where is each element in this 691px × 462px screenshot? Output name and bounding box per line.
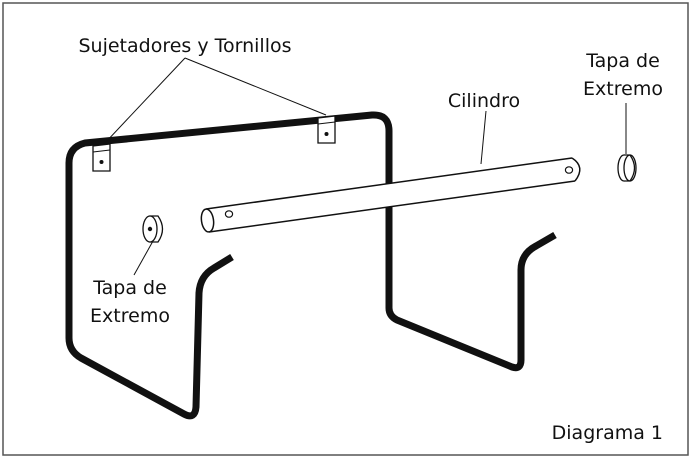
caption: Diagrama 1: [552, 422, 663, 444]
right-frame-tube: [385, 231, 557, 372]
label-end-cap-left-line2: Extremo: [90, 305, 170, 327]
label-end-cap-right-line1: Tapa de: [585, 50, 660, 72]
leader-cylinder: [480, 110, 487, 165]
cylinder-hole-left: [224, 210, 234, 218]
diagram-border: [2, 2, 689, 456]
left-frame-tube: [65, 111, 393, 420]
leader-fasteners-right: [184, 57, 327, 116]
label-fasteners: Sujetadores y Tornillos: [78, 35, 291, 57]
end-cap-right: [617, 154, 637, 182]
fastener-bracket-right: [317, 115, 336, 144]
cylinder-rod: [200, 157, 581, 233]
leader-fasteners-left: [103, 57, 186, 145]
label-end-cap-right-line2: Extremo: [583, 78, 663, 100]
end-cap-left: [142, 215, 164, 243]
cylinder-hole-right: [564, 166, 574, 174]
fastener-bracket-left: [92, 143, 111, 172]
label-end-cap-left-line1: Tapa de: [92, 277, 167, 299]
leader-end-cap-left: [133, 240, 154, 276]
label-cylinder: Cilindro: [448, 90, 520, 112]
